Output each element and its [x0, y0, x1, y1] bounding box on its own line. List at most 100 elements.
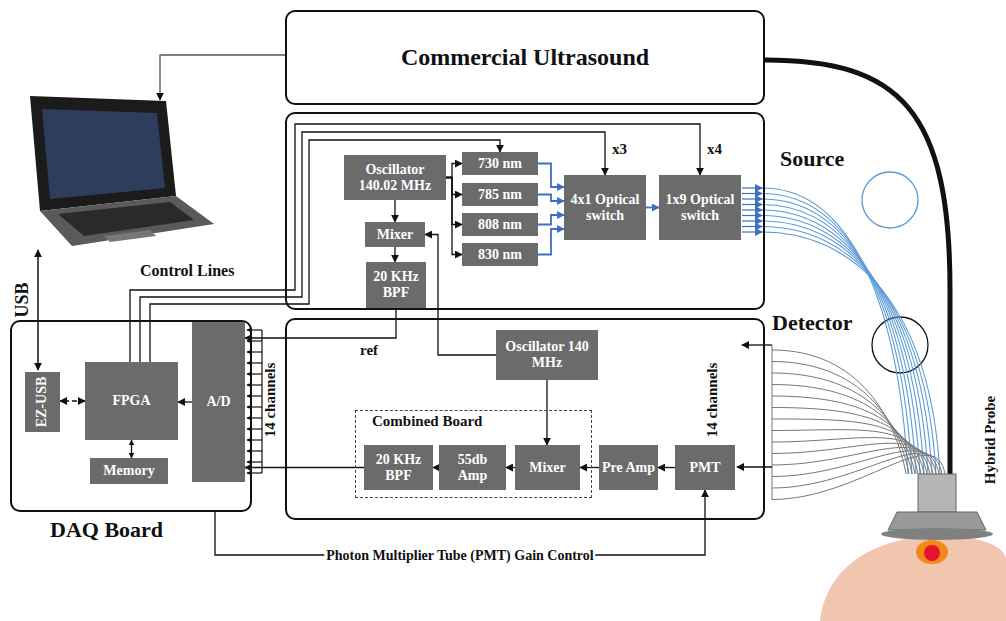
adc-input-arrow — [247, 329, 262, 330]
fiber-output-arrow — [742, 209, 762, 210]
adc-input-arrow — [247, 395, 262, 396]
connector — [446, 164, 462, 178]
source-fiber — [762, 221, 932, 474]
amplifier-box: 55db Amp — [439, 445, 506, 490]
board-group: 20 KHz BPF 55db Amp Mixer Combined Board — [355, 410, 592, 498]
detector-panel: Oscillator 140 MHz 20 KHz BPF 55db Amp Mixe… — [285, 318, 765, 520]
source-panel: Oscillator 140.02 MHz 730 nm 785 nm 808 nm 8… — [285, 112, 765, 310]
pmt-box: PMT — [675, 445, 735, 490]
adc-input-arrow — [247, 417, 262, 418]
source-fiber — [762, 194, 912, 475]
connector-label: Photon Multiplier Tube (PMT) Gain Contro… — [324, 547, 595, 564]
connector — [446, 178, 462, 195]
channel-count: 14 channels — [262, 363, 279, 438]
source-fiber — [762, 210, 924, 474]
filter-box: 20 KHz BPF — [364, 445, 433, 490]
fiber-output-arrow — [742, 226, 762, 227]
box-label: 730 nm — [478, 156, 522, 172]
fiber-output-arrow — [742, 187, 762, 188]
detector-fiber-bundle — [772, 345, 773, 500]
connector — [131, 440, 132, 458]
laptop-illustration — [30, 96, 214, 246]
box-label: Commercial Ultrasound — [401, 44, 649, 71]
breast-tissue — [820, 536, 1006, 621]
adc-input-arrow — [247, 439, 262, 440]
detector-fiber — [772, 451, 939, 477]
laptop-screen — [42, 109, 165, 199]
laptop-touchpad — [104, 230, 156, 242]
box-label: 4x1 Optical switch — [567, 192, 643, 224]
laser-box: 808 nm — [462, 213, 538, 236]
box-label: 1x9 Optical switch — [662, 192, 738, 224]
connector — [178, 401, 192, 402]
signal-label: Control Lines — [140, 262, 234, 279]
connector-label: ref — [358, 342, 380, 359]
connector — [60, 400, 85, 401]
connector-label: x3 — [610, 141, 629, 158]
probe-head — [888, 512, 986, 530]
box-label: Oscillator 140.02 MHz — [347, 162, 443, 194]
box-label: 20 KHz BPF — [367, 452, 430, 484]
adc-box: A/D — [192, 322, 245, 482]
fiber-output-arrow — [742, 193, 762, 194]
ultrasound-cable — [765, 60, 950, 478]
memory-box: Memory — [90, 458, 168, 484]
laptop-keyboard — [58, 202, 194, 236]
connector — [546, 380, 547, 445]
connector — [245, 308, 396, 338]
laptop-lid — [30, 96, 176, 211]
adc-input-arrow — [247, 472, 262, 473]
oscillator-box: Oscillator 140.02 MHz — [344, 155, 446, 200]
connector — [394, 200, 395, 222]
box-label: 808 nm — [478, 217, 522, 233]
mixer-box: Mixer — [365, 222, 425, 247]
connector — [215, 490, 705, 555]
adc-input-arrow — [247, 461, 262, 462]
adc-input-arrow — [247, 428, 262, 429]
connector — [446, 178, 462, 225]
panel-heading: Combined Board — [372, 412, 482, 430]
source-fiber — [762, 227, 936, 475]
detector-fiber — [772, 419, 924, 474]
connector — [538, 229, 564, 255]
adc-input-arrow — [247, 362, 262, 363]
source-fiber — [762, 232, 940, 474]
connector — [538, 195, 564, 202]
box-label: EZ-USB — [35, 377, 51, 428]
connector — [538, 215, 564, 225]
laser-box: 785 nm — [462, 183, 538, 206]
box-label: Pre Amp — [602, 460, 655, 476]
detector-fiber — [772, 447, 936, 474]
probe-handle — [918, 474, 956, 512]
box-label: 830 nm — [478, 247, 522, 263]
box-label: Oscillator 140 MHz — [499, 339, 595, 371]
detector-arrow — [742, 344, 772, 345]
usb-link — [37, 250, 39, 370]
adc-input-arrows — [247, 330, 262, 473]
detector-fiber — [772, 430, 927, 474]
box-label: A/D — [206, 394, 230, 410]
preamp-box: Pre Amp — [599, 445, 658, 490]
box-label: 55db Amp — [442, 452, 503, 484]
fiber-output-arrow — [742, 204, 762, 205]
channel-count: 14 channels — [704, 363, 721, 438]
mixer-box: Mixer — [515, 445, 580, 490]
connector — [394, 247, 395, 262]
connector — [506, 467, 515, 468]
connector — [446, 178, 462, 255]
connector — [538, 164, 564, 188]
source-fiber — [762, 216, 928, 475]
switch-box: 1x9 Optical switch — [659, 175, 741, 240]
instrument-box: Commercial Ultrasound — [285, 10, 765, 105]
fiber-output-arrow — [742, 220, 762, 221]
fiber-output-arrow — [742, 231, 762, 232]
panel-heading: Source — [780, 146, 844, 172]
box-label: FPGA — [112, 393, 150, 409]
box-label: 20 KHz BPF — [369, 269, 423, 301]
hybrid-probe — [881, 474, 993, 540]
switch-box: 4x1 Optical switch — [564, 175, 646, 240]
connector-label: x4 — [705, 141, 724, 158]
adc-input-arrow — [247, 450, 262, 451]
